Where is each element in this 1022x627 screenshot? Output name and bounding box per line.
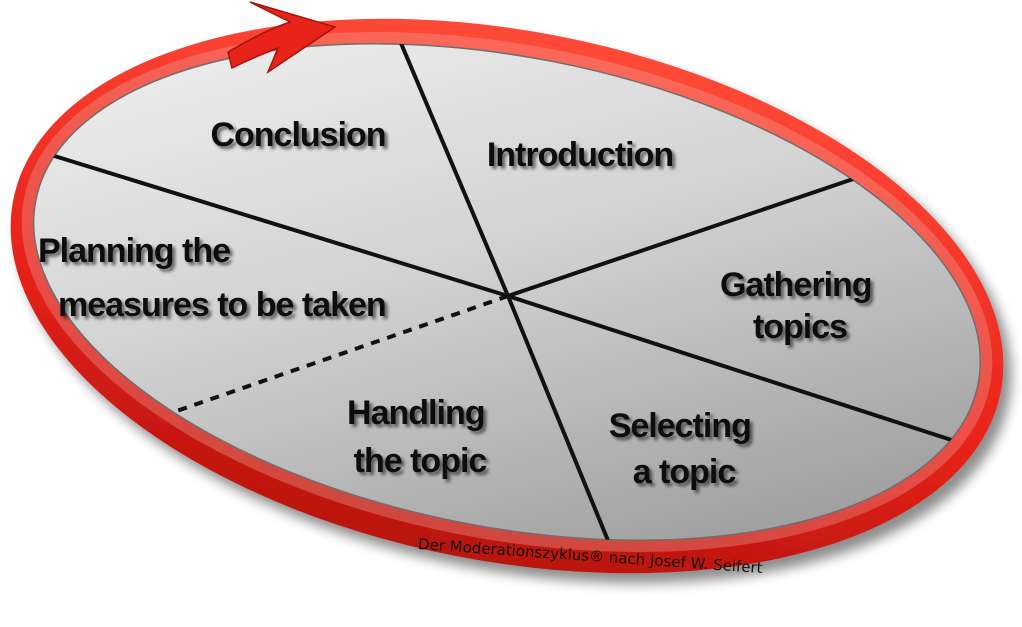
segment-label-gathering-topics: Gathering topics — [720, 266, 880, 346]
clockwise-arrow-icon — [227, 1, 337, 75]
segment-dividers — [34, 21, 971, 566]
segment-label-conclusion: Conclusion — [210, 116, 385, 154]
segment-label-introduction: Introduction — [487, 136, 673, 174]
divider-planning-conclusion — [34, 148, 509, 298]
divider-selecting-handling — [506, 295, 620, 566]
segment-label-planning-measures: Planning the measures to be taken — [38, 232, 386, 324]
divider-conclusion-introduction — [390, 21, 510, 297]
divider-handling-planning — [144, 294, 509, 424]
segment-label-selecting-a-topic: Selecting a topic — [609, 407, 760, 491]
segment-label-handling-the-topic: Handling the topic — [347, 394, 493, 480]
divider-introduction-gathering — [507, 174, 863, 298]
divider-gathering-selecting — [507, 294, 971, 448]
